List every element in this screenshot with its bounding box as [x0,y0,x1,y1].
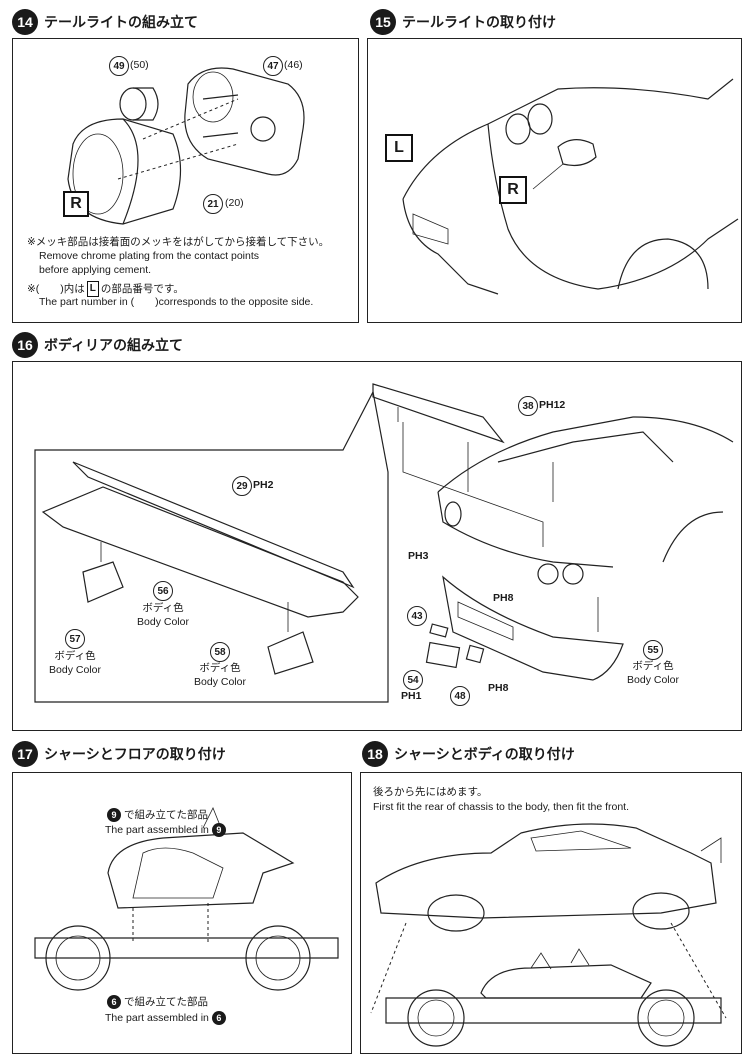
color-label-en: Body Color [627,674,679,686]
fitting-note-jp: 後ろから先にはめます。 [373,786,488,798]
step-title: シャーシとボディの取り付け [394,747,575,763]
part-number: 58 [210,642,230,662]
runner-reference: PH3 [408,550,429,562]
step-number-badge: 16 [12,332,38,358]
assembled-part-6-note-jp: 6 で組み立てた部品 [107,995,208,1009]
part-number: 49 [109,56,129,76]
runner-reference: PH12 [539,399,566,411]
assembled-part-9-note-en: The part assembled in 9 [105,823,226,837]
note-text: ※( )内は [27,283,85,295]
color-label-jp: ボディ色 [632,660,674,672]
step-18-header: 18 シャーシとボディの取り付け [362,741,575,767]
side-tag-right: R [63,191,89,217]
part-number-alt: (46) [284,59,303,71]
chrome-note-jp: ※メッキ部品は接着面のメッキをはがしてから接着して下さい。 [27,236,330,248]
note-text: The part assembled in [105,1012,209,1024]
step-number-badge: 17 [12,741,38,767]
car-rear-drawing [402,78,739,295]
note-text: の部品番号です。 [100,283,184,295]
color-label-en: Body Color [49,664,101,676]
assembled-part-6-note-en: The part assembled in 6 [105,1011,226,1025]
color-label-jp: ボディ色 [54,650,96,662]
part-number-alt: (50) [130,59,149,71]
step-title: テールライトの組み立て [44,15,198,31]
step-15-header: 15 テールライトの取り付け [370,9,556,35]
chassis-floor-drawing [34,807,339,991]
runner-reference: PH8 [493,592,514,604]
part-number: 57 [65,629,85,649]
step-ref-badge: 9 [107,808,121,822]
note-text: The part assembled in [105,824,209,836]
fitting-note-en: First fit the rear of chassis to the bod… [373,801,630,813]
side-tag-left: L [385,134,413,162]
runner-reference: PH2 [253,479,274,491]
part-number-alt: (20) [225,197,244,209]
step-15-panel: L R [367,38,742,323]
part-number: 54 [403,670,423,690]
side-tag-right: R [499,176,527,204]
step-title: シャーシとフロアの取り付け [44,747,226,763]
step-17-panel: 9 で組み立てた部品 The part assembled in 9 6 で組み… [12,772,352,1054]
step-ref-badge: 6 [107,995,121,1009]
step-ref-badge: 9 [211,823,226,837]
color-label-jp: ボディ色 [199,662,241,674]
step-number-badge: 14 [12,9,38,35]
step-18-panel: 後ろから先にはめます。 First fit the rear of chassi… [360,772,742,1054]
step-number-badge: 15 [370,9,396,35]
step-16-panel: 29 PH2 56 ボディ色 Body Color 57 ボディ色 Body C… [12,361,742,731]
note-text: で組み立てた部品 [124,996,208,1008]
part-number-note-en: The part number in ( )corresponds to the… [39,296,314,308]
part-number: 43 [407,606,427,626]
part-number: 38 [518,396,538,416]
step-title: ボディリアの組み立て [44,338,184,354]
part-number: 29 [232,476,252,496]
chrome-note-en-2: before applying cement. [39,264,152,276]
part-number: 55 [643,640,663,660]
step-14-panel: 49 (50) 47 (46) 21 (20) R ※メッキ部品は接着面のメッキ… [12,38,359,323]
color-label-en: Body Color [194,676,246,688]
step-17-header: 17 シャーシとフロアの取り付け [12,741,226,767]
step-ref-badge: 6 [211,1011,226,1025]
step-title: テールライトの取り付け [402,15,556,31]
assembled-part-9-note-jp: 9 で組み立てた部品 [107,808,208,822]
taillight-assembly-drawing [67,67,305,225]
color-label-jp: ボディ色 [142,602,184,614]
note-text: で組み立てた部品 [124,809,208,821]
rear-body-assembly-drawing [34,383,734,703]
chrome-note-en-1: Remove chrome plating from the contact p… [39,250,260,262]
part-number: 21 [203,194,223,214]
chassis-body-drawing [370,823,727,1047]
part-number: 47 [263,56,283,76]
step-16-header: 16 ボディリアの組み立て [12,332,183,358]
runner-reference: PH1 [401,690,422,702]
part-number: 56 [153,581,173,601]
step-number-badge: 18 [362,741,388,767]
side-tag-left: L [86,281,99,297]
runner-reference: PH8 [488,682,509,694]
part-number-note-jp: ※( )内は L の部品番号です。 [27,281,184,297]
step-14-header: 14 テールライトの組み立て [12,9,198,35]
part-number: 48 [450,686,470,706]
color-label-en: Body Color [137,616,189,628]
